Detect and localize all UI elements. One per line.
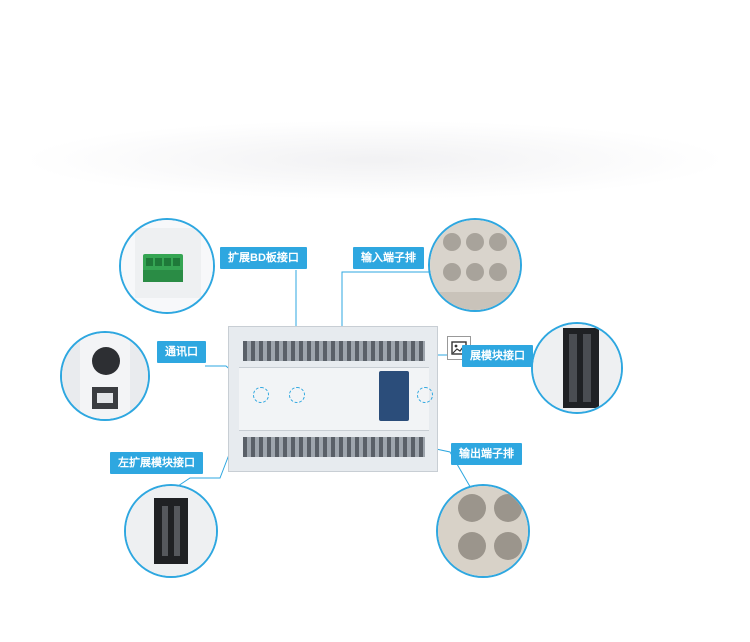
comm-port-circle [60,331,150,421]
bd-board-port-circle [119,218,215,314]
input-terminal-label: 输入端子排 [353,247,424,269]
right-expansion-port-circle [531,322,623,414]
output-terminal-circle [436,484,530,578]
output-terminal-label: 输出端子排 [451,443,522,465]
plc-comm-port-marker [253,387,269,403]
comm-port-label: 通讯口 [157,341,206,363]
background-haze [20,120,730,200]
plc-unit [228,326,438,472]
left-expansion-port-label: 左扩展模块接口 [110,452,203,474]
right-expansion-port-label: 展模块接口 [462,345,533,367]
bd-board-port-label: 扩展BD板接口 [220,247,307,269]
input-terminal-circle [428,218,522,312]
left-expansion-port-circle [124,484,218,578]
plc-input-terminal-row [243,341,425,361]
plc-output-terminal-row [243,437,425,457]
plc-right-port-marker [417,387,433,403]
plc-bd-port-marker [289,387,305,403]
plc-status-panel [379,371,409,421]
